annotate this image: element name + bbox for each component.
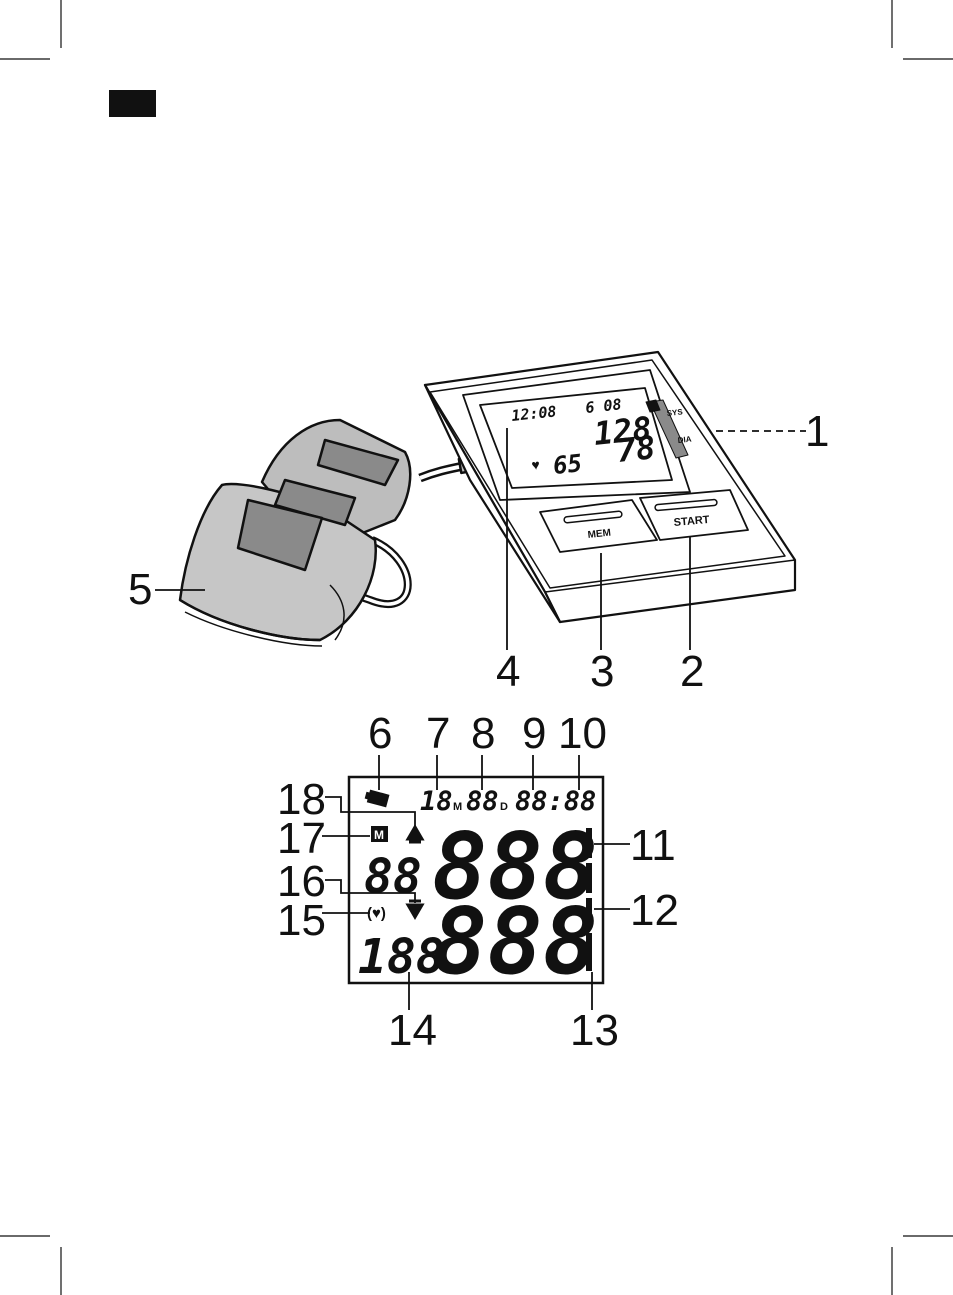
display-day-unit: D — [500, 801, 508, 813]
callout-11: 11 — [630, 821, 676, 870]
indicator-bars — [586, 828, 592, 971]
lcd-dia-text: 78 — [615, 428, 657, 470]
callout-3: 3 — [590, 647, 614, 696]
lcd-pulse-text: 65 — [552, 449, 584, 480]
monitor-illustration — [425, 352, 795, 622]
callout-8: 8 — [471, 709, 495, 758]
callout-17: 17 — [277, 814, 326, 863]
language-tab — [109, 90, 156, 117]
callout-5: 5 — [128, 565, 152, 614]
display-month-unit: M — [453, 801, 462, 813]
callout-1: 1 — [805, 407, 829, 456]
memory-slot: 88 — [364, 849, 422, 905]
heart-icon: ♥ — [531, 456, 541, 473]
callout-4: 4 — [496, 647, 520, 696]
cuff-illustration — [180, 420, 473, 646]
callout-15: 15 — [277, 896, 326, 945]
lcd-dia-tag: DIA — [677, 435, 692, 445]
callout-13: 13 — [570, 1006, 619, 1055]
callout-2: 2 — [680, 647, 704, 696]
callout-6: 6 — [368, 709, 392, 758]
callout-9: 9 — [522, 709, 546, 758]
callout-14: 14 — [388, 1006, 437, 1055]
lcd-sys-tag: SYS — [666, 407, 684, 418]
dia-digits: 888 — [432, 888, 598, 995]
callout-7: 7 — [426, 709, 450, 758]
callout-12: 12 — [630, 886, 679, 935]
callout-10: 10 — [558, 709, 607, 758]
memory-icon: M — [374, 828, 384, 842]
